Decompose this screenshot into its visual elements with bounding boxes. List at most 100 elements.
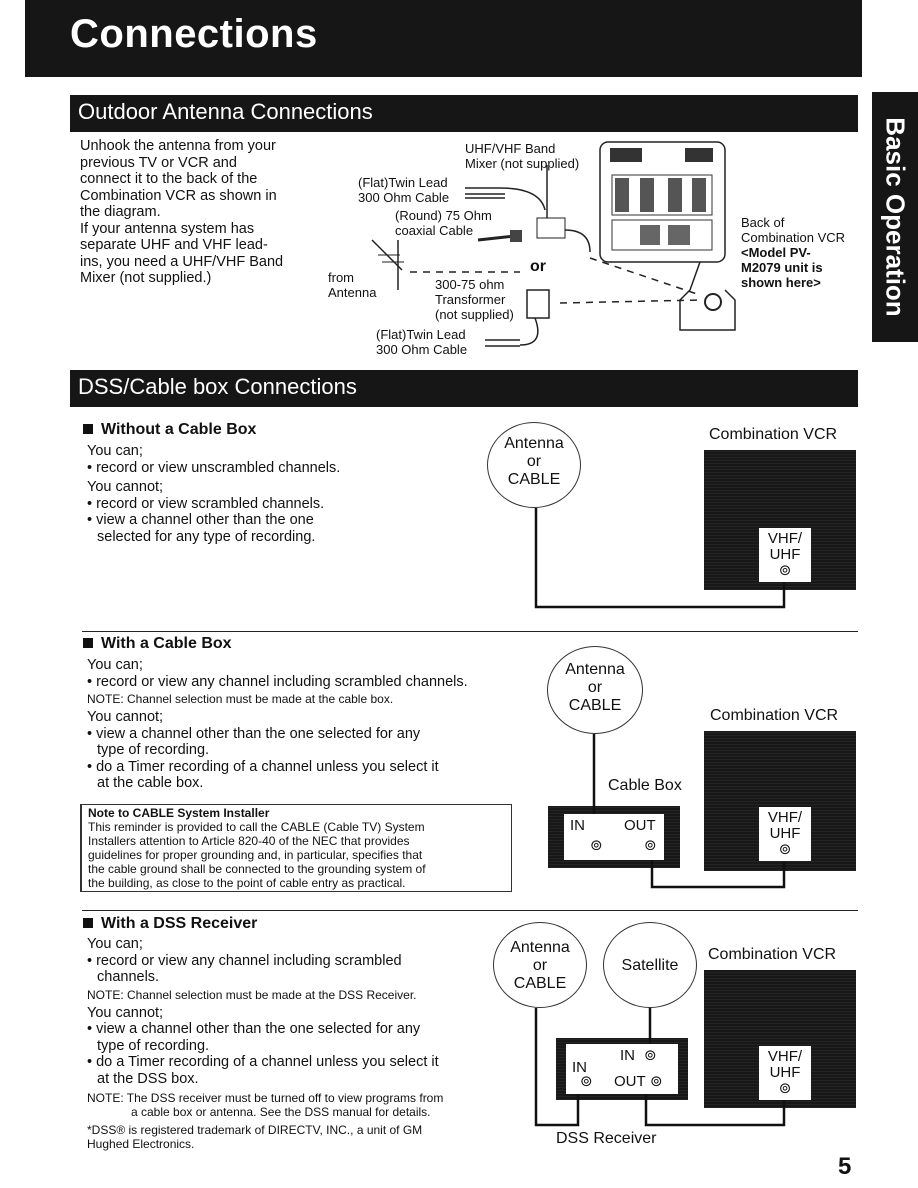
in-label: IN <box>570 817 585 834</box>
bubble-line: or <box>526 453 542 470</box>
text-line: previous TV or VCR and <box>80 154 237 171</box>
label-line: UHF/VHF Band <box>465 141 556 156</box>
bubble-line: Antenna <box>504 435 564 452</box>
text-line: You can; <box>87 443 143 459</box>
coax-connector-icon: ⊚ <box>778 562 792 579</box>
bubble-line: Antenna <box>565 661 625 678</box>
subsection-title: With a DSS Receiver <box>101 915 258 932</box>
vhf-uhf-jack: VHF/ UHF ⊚ <box>759 807 811 861</box>
subsection-title: With a Cable Box <box>101 635 232 652</box>
in-label: IN <box>620 1047 635 1064</box>
coax-connector-icon: ⊚ <box>778 841 792 858</box>
cable-box-panel: IN OUT ⊚ ⊚ <box>564 814 664 860</box>
page-title: Connections <box>70 12 318 56</box>
cable-box-label: Cable Box <box>608 777 682 794</box>
note-line: the cable ground shall be connected to t… <box>88 862 426 876</box>
text-line: If your antenna system has <box>80 220 255 237</box>
outdoor-section-heading: Outdoor Antenna Connections <box>70 95 858 132</box>
text-line: • do a Timer recording of a channel unle… <box>87 758 439 775</box>
cable-box: IN OUT ⊚ ⊚ <box>548 806 680 868</box>
text-line: • record or view any channel including s… <box>87 673 468 690</box>
antenna-cable-bubble: Antenna or CABLE <box>487 422 581 508</box>
combination-vcr: VHF/ UHF ⊚ <box>704 731 856 871</box>
coax-connector-icon: ⊚ <box>778 1080 792 1097</box>
text-line: • record or view unscrambled channels. <box>87 459 341 476</box>
label-line: Transformer <box>435 292 506 307</box>
text-line: selected for any type of recording. <box>97 528 316 545</box>
label-line: Mixer (not supplied) <box>465 156 580 171</box>
jack-line: UHF <box>769 825 801 842</box>
note-line: a cable box or antenna. See the DSS manu… <box>131 1105 431 1119</box>
text-line: • do a Timer recording of a channel unle… <box>87 1054 439 1070</box>
mixer-label: UHF/VHF Band Mixer (not supplied) <box>465 141 579 171</box>
text-line: separate UHF and VHF lead- <box>80 237 268 253</box>
text-line: the diagram. <box>80 204 161 220</box>
label-line: Combination VCR <box>741 230 846 245</box>
label-line: 300 Ohm Cable <box>376 342 468 357</box>
vhf-uhf-jack: VHF/ UHF ⊚ <box>759 1046 811 1100</box>
vcr-label: Combination VCR <box>709 426 838 443</box>
coax-connector-icon: ⊚ <box>644 1047 657 1064</box>
note-line: NOTE: Channel selection must be made at … <box>87 987 417 1002</box>
bubble-line: Satellite <box>621 957 679 974</box>
with-box-heading: With a Cable Box <box>83 635 232 653</box>
note-title: Note to CABLE System Installer <box>88 806 270 820</box>
bubble-line: CABLE <box>513 975 567 992</box>
side-tab: Basic Operation <box>872 92 918 342</box>
jack-line: VHF/ <box>767 1048 803 1065</box>
text-line: • record or view scrambled channels. <box>87 495 325 512</box>
outdoor-instructions: Unhook the antenna from your previous TV… <box>80 138 330 287</box>
twin-lead-label: (Flat)Twin Lead 300 Ohm Cable <box>358 175 449 205</box>
text-line: You cannot; <box>87 479 164 495</box>
with-dss-text: You can; • record or view any channel in… <box>87 936 507 1151</box>
out-label: OUT <box>614 1073 646 1090</box>
twin-lead-bottom-label: (Flat)Twin Lead 300 Ohm Cable <box>376 327 467 357</box>
antenna-cable-bubble: Antenna or CABLE <box>547 646 643 734</box>
note-line: NOTE: Channel selection must be made at … <box>87 692 394 706</box>
label-line: (Flat)Twin Lead <box>376 327 466 342</box>
label-line: <Model PV- <box>741 245 811 260</box>
note-line: This reminder is provided to call the CA… <box>88 820 425 834</box>
page-number: 5 <box>838 1153 852 1180</box>
bullet-square-icon <box>83 424 93 434</box>
text-line: • record or view any channel including s… <box>87 952 402 969</box>
text-line: Combination VCR as shown in <box>80 187 277 204</box>
label-line: (Round) 75 Ohm <box>395 208 492 223</box>
note-line: Installers attention to Article 820-40 o… <box>88 834 410 848</box>
coax-connector-icon: ⊚ <box>650 1073 663 1090</box>
out-label: OUT <box>624 817 656 834</box>
antenna-cable-bubble: Antenna or CABLE <box>493 922 587 1008</box>
without-box-heading: Without a Cable Box <box>83 421 256 439</box>
combination-vcr: VHF/ UHF ⊚ <box>704 970 856 1108</box>
trademark-line: Hughed Electronics. <box>87 1137 195 1151</box>
note-line: the building, as close to the point of c… <box>88 876 406 890</box>
satellite-bubble: Satellite <box>603 922 697 1008</box>
label-line: (not supplied) <box>435 307 514 322</box>
text-line: type of recording. <box>97 1037 210 1054</box>
text-line: Mixer (not supplied.) <box>80 270 212 286</box>
jack-line: UHF <box>769 1064 801 1081</box>
label-line: 300-75 ohm <box>435 277 505 292</box>
text-line: • view a channel other than the one <box>87 512 314 528</box>
text-line: ins, you need a UHF/VHF Band <box>80 253 284 270</box>
text-line: Unhook the antenna from your <box>80 138 276 154</box>
label-line: Antenna <box>328 285 377 300</box>
vcr-label: Combination VCR <box>708 946 837 963</box>
text-line: channels. <box>97 969 160 985</box>
label-line: shown here> <box>741 275 821 290</box>
jack-line: VHF/ <box>767 530 803 547</box>
vcr-label: Combination VCR <box>710 707 839 724</box>
jack-line: UHF <box>769 546 801 563</box>
coax-connector-icon: ⊚ <box>644 837 657 854</box>
vhf-uhf-jack: VHF/ UHF ⊚ <box>759 528 811 582</box>
transformer-label: 300-75 ohm Transformer (not supplied) <box>435 277 514 322</box>
label-line: from <box>328 270 354 285</box>
text-line: • view a channel other than the one sele… <box>87 725 421 742</box>
note-line: guidelines for proper grounding and, in … <box>88 848 423 862</box>
coax-connector-icon: ⊚ <box>590 837 603 854</box>
without-box-text: You can; • record or view unscrambled ch… <box>87 443 467 545</box>
label-line: M2079 unit is <box>741 260 823 275</box>
